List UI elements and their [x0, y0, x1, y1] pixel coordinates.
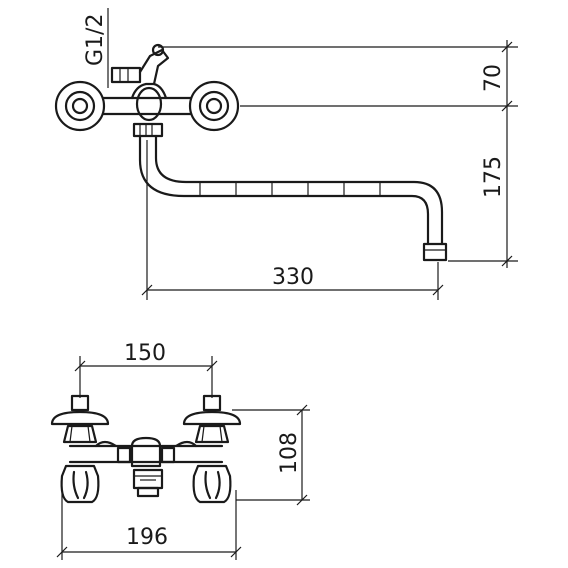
- front-view: 150 108 196: [50, 341, 310, 560]
- front-view-dimension-lines: [56, 356, 310, 560]
- overall-width-label: 196: [126, 525, 168, 550]
- side-view-dimension-lines: [107, 8, 518, 300]
- faucet-front-body: [50, 394, 242, 504]
- faucet-side-body: [54, 43, 448, 262]
- spout-reach-label: 330: [272, 265, 314, 290]
- front-height-label: 108: [277, 432, 302, 474]
- thread-size-label: G1/2: [83, 14, 108, 66]
- height-above-axis-label: 70: [481, 64, 506, 92]
- spout-drop-label: 175: [481, 156, 506, 198]
- side-view: G1/2 70 175 330: [54, 8, 518, 300]
- inlet-centers-label: 150: [124, 341, 166, 366]
